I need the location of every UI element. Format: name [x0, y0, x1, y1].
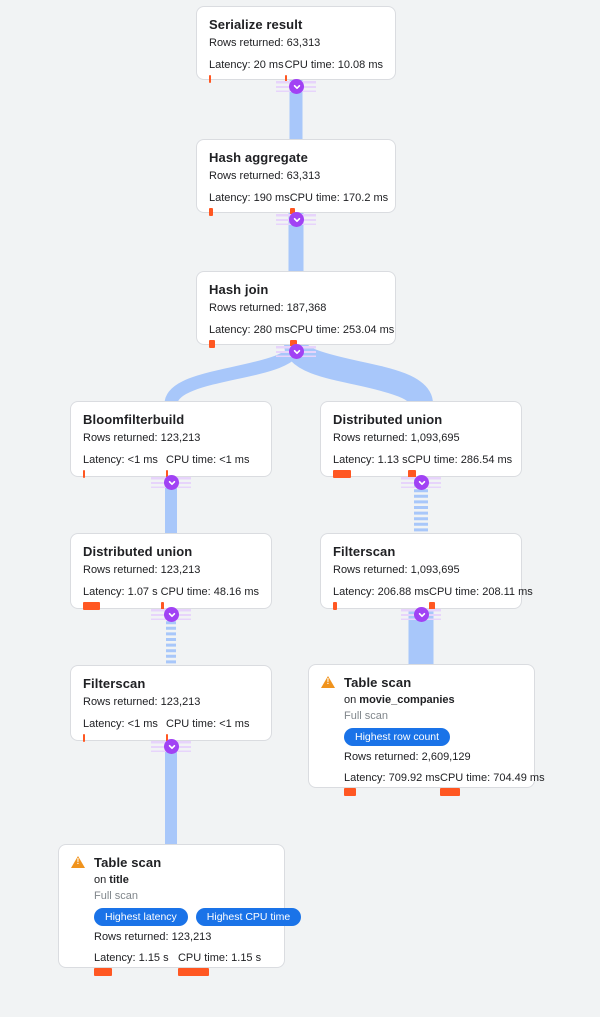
latency-metric: Latency: 190 ms [209, 192, 290, 216]
node-title: Filterscan [83, 676, 146, 691]
scan-type: Full scan [344, 710, 389, 722]
plan-node-distributed-union-right[interactable]: Distributed union Rows returned: 1,093,6… [320, 401, 522, 478]
cpu-metric: CPU time: <1 ms [166, 718, 259, 742]
plan-node-table-scan-movie-companies[interactable]: Table scan on movie_companies Full scan … [308, 664, 545, 796]
latency-bar [209, 340, 215, 348]
highest-latency-pill: Highest latency [94, 908, 188, 926]
rows-returned: Rows returned: 1,093,695 [333, 564, 460, 576]
cpu-metric: CPU time: 253.04 ms [289, 324, 394, 348]
rows-returned: Rows returned: 187,368 [209, 302, 327, 314]
scan-target: on movie_companies [344, 694, 455, 706]
latency-metric: Latency: 709.92 ms [344, 772, 440, 796]
cpu-metric: CPU time: 10.08 ms [284, 59, 383, 83]
metrics: Latency: 709.92 ms CPU time: 704.49 ms [344, 772, 545, 796]
cpu-bar [166, 734, 169, 742]
cpu-bar [284, 75, 287, 83]
latency-metric: Latency: 1.15 s [94, 952, 178, 976]
cpu-metric: CPU time: 704.49 ms [440, 772, 545, 796]
cpu-bar [429, 602, 436, 610]
latency-bar [83, 734, 85, 742]
latency-metric: Latency: 280 ms [209, 324, 290, 348]
latency-metric: Latency: 20 ms [209, 59, 285, 83]
cpu-metric: CPU time: 208.11 ms [429, 586, 533, 610]
node-title: Filterscan [333, 544, 396, 559]
collapse-chevron-icon[interactable] [289, 79, 304, 94]
latency-bar [209, 75, 211, 83]
cpu-bar [166, 470, 169, 478]
plan-node-filterscan-right[interactable]: Filterscan Rows returned: 1,093,695 Late… [320, 533, 533, 610]
collapse-chevron-icon[interactable] [164, 607, 179, 622]
plan-node-table-scan-title[interactable]: Table scan on title Full scan Highest la… [58, 844, 302, 976]
node-title: Hash aggregate [209, 150, 308, 165]
metrics: Latency: 1.07 s CPU time: 48.16 ms [83, 586, 259, 610]
collapse-chevron-icon[interactable] [164, 739, 179, 754]
node-title: Table scan [94, 855, 162, 870]
metrics: Latency: 1.13 s CPU time: 286.54 ms [333, 454, 512, 478]
highest-cpu-time-pill: Highest CPU time [195, 908, 302, 926]
plan-node-bloomfilterbuild[interactable]: Bloomfilterbuild Rows returned: 123,213 … [70, 401, 272, 478]
latency-bar [333, 470, 351, 478]
plan-node-hash-aggregate[interactable]: Hash aggregate Rows returned: 63,313 Lat… [196, 139, 396, 216]
metrics: Latency: 1.15 s CPU time: 1.15 s [94, 952, 272, 976]
cpu-bar [407, 470, 416, 478]
latency-metric: Latency: 1.07 s [83, 586, 161, 610]
latency-bar [83, 602, 100, 610]
cpu-bar [160, 602, 164, 610]
cpu-metric: CPU time: 48.16 ms [160, 586, 259, 610]
rows-returned: Rows returned: 63,313 [209, 170, 321, 182]
cpu-metric: CPU time: <1 ms [166, 454, 259, 478]
warning-icon [71, 856, 85, 868]
plan-node-serialize-result[interactable]: Serialize result Rows returned: 63,313 L… [196, 6, 396, 83]
rows-returned: Rows returned: 63,313 [209, 37, 321, 49]
rows-returned: Rows returned: 123,213 [83, 432, 201, 444]
highlight-pills: Highest row count [344, 728, 522, 746]
scan-target: on title [94, 874, 129, 886]
node-title: Table scan [344, 675, 412, 690]
latency-bar [209, 208, 213, 216]
rows-returned: Rows returned: 2,609,129 [344, 751, 471, 763]
latency-bar [83, 470, 85, 478]
collapse-chevron-icon[interactable] [414, 475, 429, 490]
cpu-bar [177, 968, 209, 976]
metrics: Latency: <1 ms CPU time: <1 ms [83, 454, 259, 478]
latency-metric: Latency: <1 ms [83, 454, 166, 478]
scan-type: Full scan [94, 890, 139, 902]
warning-icon [321, 676, 335, 688]
node-title: Serialize result [209, 17, 303, 32]
highest-row-count-pill: Highest row count [344, 728, 451, 746]
cpu-metric: CPU time: 1.15 s [177, 952, 272, 976]
cpu-bar [440, 788, 461, 796]
metrics: Latency: <1 ms CPU time: <1 ms [83, 718, 259, 742]
highlight-pills: Highest latency Highest CPU time [94, 908, 302, 926]
metrics: Latency: 20 ms CPU time: 10.08 ms [209, 59, 383, 83]
plan-node-distributed-union-left[interactable]: Distributed union Rows returned: 123,213… [70, 533, 272, 610]
node-title: Distributed union [333, 412, 443, 427]
cpu-metric: CPU time: 170.2 ms [289, 192, 388, 216]
plan-node-filterscan-left[interactable]: Filterscan Rows returned: 123,213 Latenc… [70, 665, 272, 742]
rows-returned: Rows returned: 123,213 [94, 931, 212, 943]
metrics: Latency: 190 ms CPU time: 170.2 ms [209, 192, 388, 216]
cpu-metric: CPU time: 286.54 ms [407, 454, 512, 478]
rows-returned: Rows returned: 1,093,695 [333, 432, 460, 444]
latency-metric: Latency: 206.88 ms [333, 586, 429, 610]
latency-metric: Latency: 1.13 s [333, 454, 408, 478]
collapse-chevron-icon[interactable] [164, 475, 179, 490]
latency-bar [344, 788, 356, 796]
latency-metric: Latency: <1 ms [83, 718, 166, 742]
rows-returned: Rows returned: 123,213 [83, 564, 201, 576]
node-title: Bloomfilterbuild [83, 412, 185, 427]
latency-bar [333, 602, 337, 610]
collapse-chevron-icon[interactable] [289, 344, 304, 359]
node-title: Distributed union [83, 544, 193, 559]
rows-returned: Rows returned: 123,213 [83, 696, 201, 708]
collapse-chevron-icon[interactable] [414, 607, 429, 622]
latency-bar [94, 968, 112, 976]
node-title: Hash join [209, 282, 269, 297]
plan-node-hash-join[interactable]: Hash join Rows returned: 187,368 Latency… [196, 271, 396, 348]
collapse-chevron-icon[interactable] [289, 212, 304, 227]
metrics: Latency: 206.88 ms CPU time: 208.11 ms [333, 586, 533, 610]
